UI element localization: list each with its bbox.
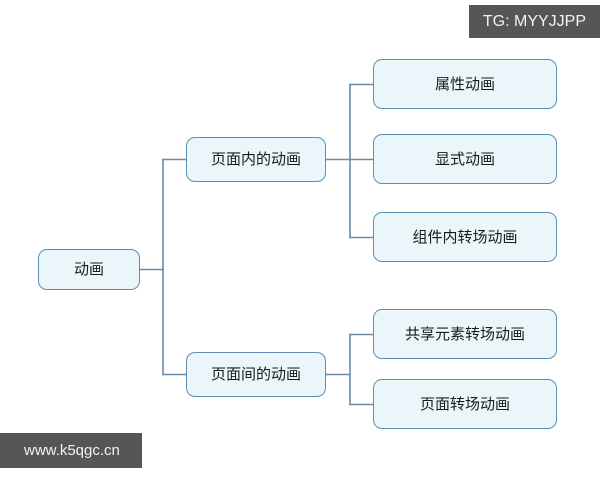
watermark-telegram: TG: MYYJJPP bbox=[468, 5, 600, 38]
watermark-site: www.k5qgc.cn bbox=[0, 433, 142, 468]
node-label: 页面转场动画 bbox=[419, 394, 510, 413]
node-page-transition-animation[interactable]: 页面转场动画 bbox=[373, 379, 557, 429]
node-label: 组件内转场动画 bbox=[412, 227, 518, 246]
node-label: 页面间的动画 bbox=[210, 365, 301, 384]
node-shared-element-transition-animation[interactable]: 共享元素转场动画 bbox=[373, 309, 557, 359]
watermark-site-text: www.k5qgc.cn bbox=[24, 442, 120, 459]
node-label: 属性动画 bbox=[434, 74, 495, 93]
node-in-page-animation[interactable]: 页面内的动画 bbox=[186, 137, 326, 182]
node-label: 共享元素转场动画 bbox=[404, 324, 525, 343]
node-property-animation[interactable]: 属性动画 bbox=[373, 59, 557, 109]
node-label: 显式动画 bbox=[434, 149, 495, 168]
node-label: 页面内的动画 bbox=[210, 150, 301, 169]
node-between-page-animation[interactable]: 页面间的动画 bbox=[186, 352, 326, 397]
node-root-animation[interactable]: 动画 bbox=[38, 249, 140, 290]
node-explicit-animation[interactable]: 显式动画 bbox=[373, 134, 557, 184]
watermark-telegram-text: TG: MYYJJPP bbox=[482, 12, 586, 30]
node-component-transition-animation[interactable]: 组件内转场动画 bbox=[373, 212, 557, 262]
node-label: 动画 bbox=[73, 260, 104, 279]
